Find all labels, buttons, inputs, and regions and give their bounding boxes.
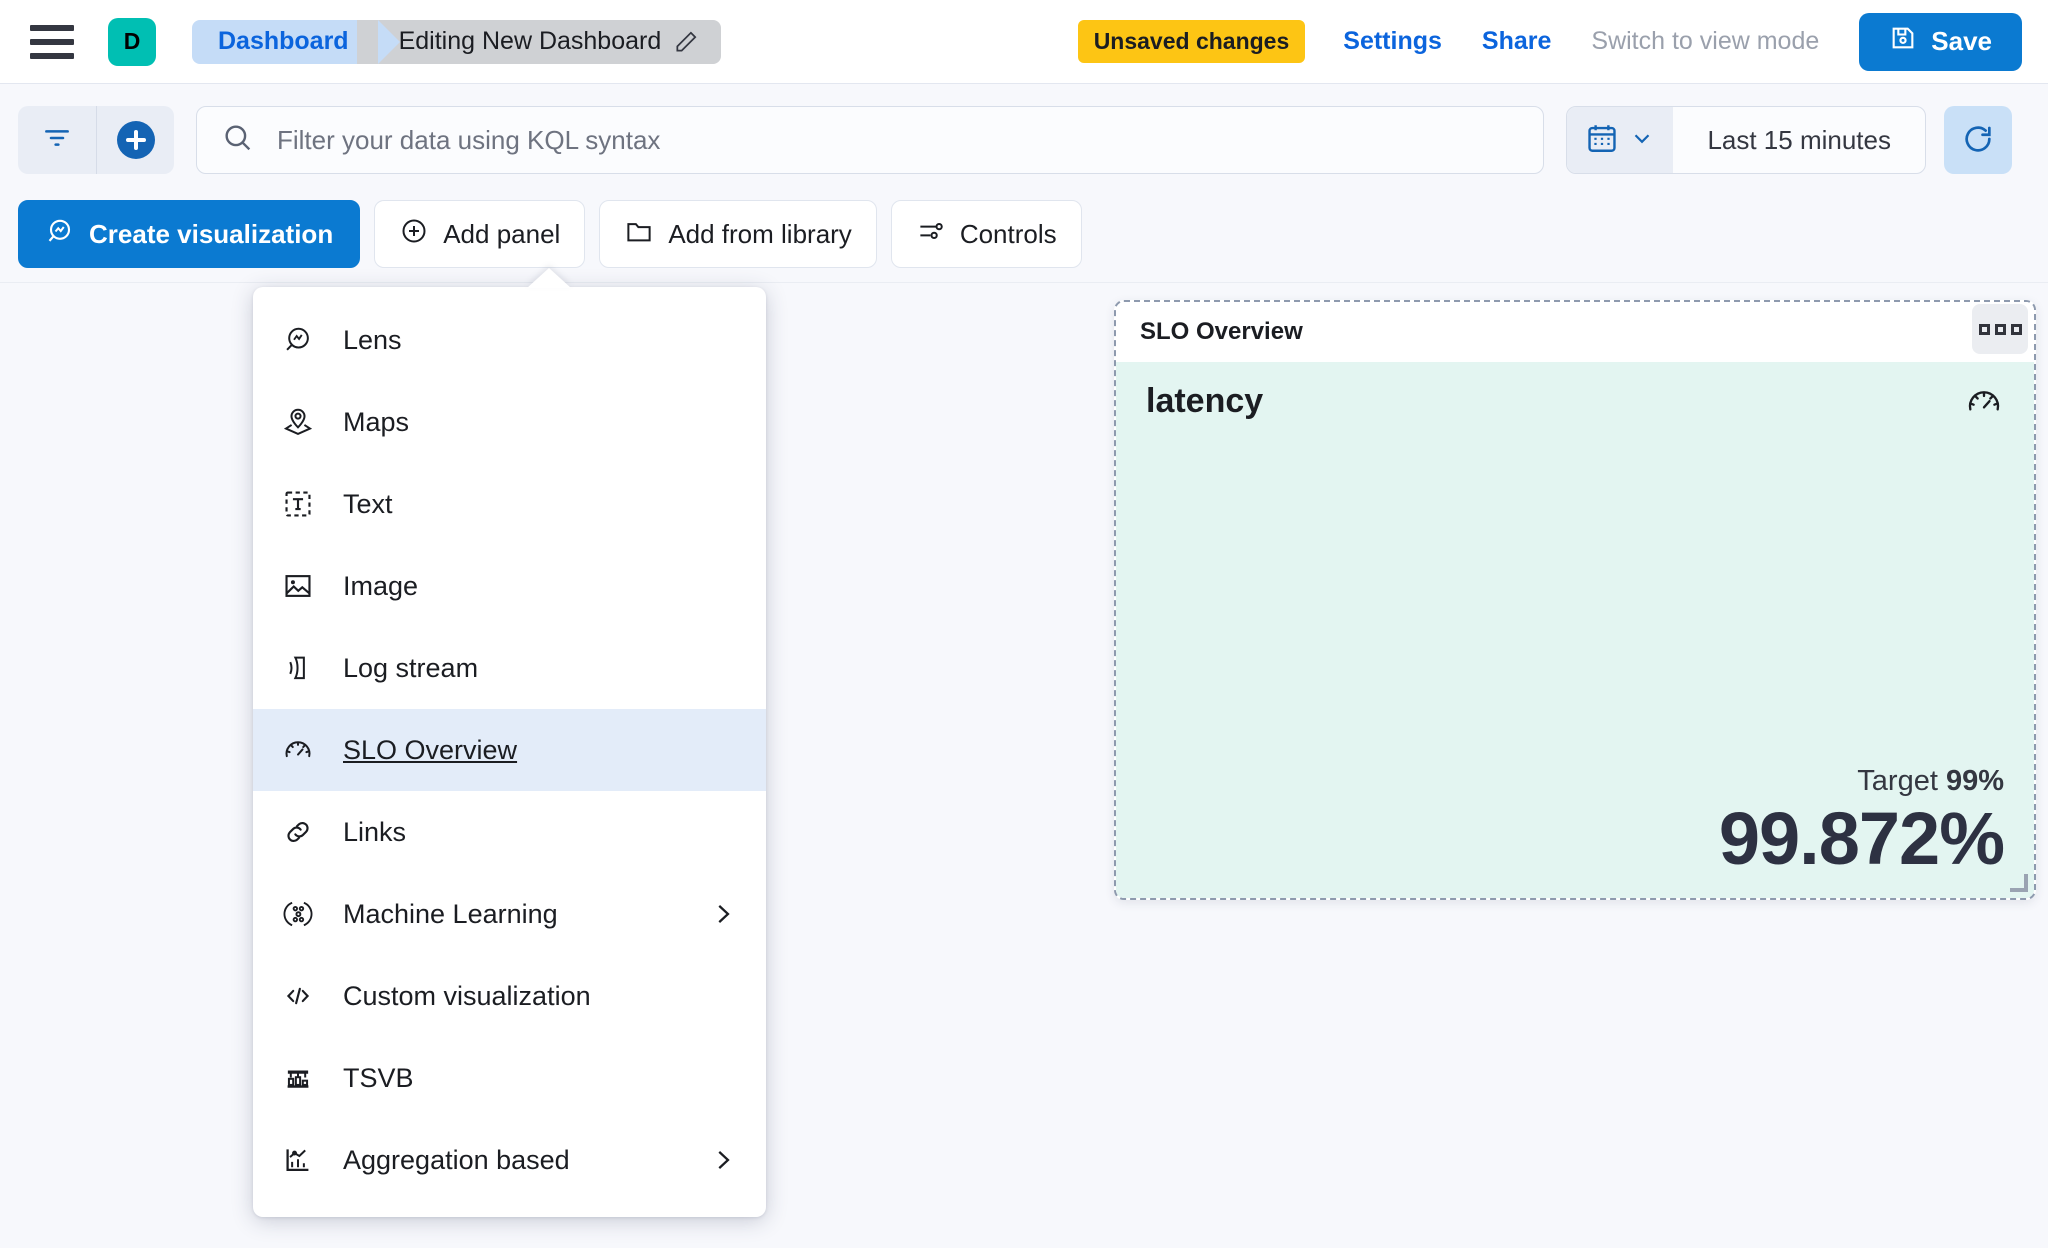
breadcrumb-label: Editing New Dashboard xyxy=(398,27,662,55)
menu-item-label: Links xyxy=(343,816,407,847)
share-link[interactable]: Share xyxy=(1481,27,1552,55)
breadcrumb-label: Dashboard xyxy=(218,27,349,55)
resize-handle-icon[interactable] xyxy=(2010,874,2028,892)
tsvb-icon xyxy=(281,1061,315,1095)
menu-item-text[interactable]: Text xyxy=(253,463,766,545)
slo-metric-row: latency xyxy=(1146,382,2004,427)
menu-item-label: Machine Learning xyxy=(343,898,558,929)
menu-item-label: Image xyxy=(343,570,419,601)
menu-item-maps[interactable]: Maps xyxy=(253,381,766,463)
controls-button[interactable]: Controls xyxy=(890,200,1082,268)
filter-icon xyxy=(41,122,73,159)
plus-circle-outline-icon xyxy=(399,216,429,253)
slo-sli-value: 99.872% xyxy=(1718,797,2005,881)
header-actions: Unsaved changes Settings Share Switch to… xyxy=(1077,0,2048,84)
date-range-value[interactable]: Last 15 minutes xyxy=(1707,124,1891,155)
app-header: D Dashboard Editing New Dashboard Unsave… xyxy=(0,0,2048,84)
gauge-icon xyxy=(1964,382,2004,427)
menu-item-lens[interactable]: Lens xyxy=(253,299,766,381)
breadcrumb-item-dashboard[interactable]: Dashboard xyxy=(192,19,400,64)
settings-link[interactable]: Settings xyxy=(1343,27,1442,55)
plus-circle-icon xyxy=(116,121,155,159)
log-stream-icon xyxy=(281,651,315,685)
menu-item-label: Custom visualization xyxy=(343,980,591,1011)
chevron-right-icon xyxy=(708,1145,738,1175)
chevron-right-icon xyxy=(708,899,738,929)
chevron-down-icon xyxy=(1629,125,1655,156)
add-panel-menu: Lens Maps Text Image xyxy=(253,268,766,1217)
menu-item-label: Text xyxy=(343,488,393,519)
switch-to-view-mode-link[interactable]: Switch to view mode xyxy=(1591,27,1820,55)
menu-item-label: SLO Overview xyxy=(343,734,518,765)
breadcrumb-item-editing[interactable]: Editing New Dashboard xyxy=(356,19,722,64)
slo-target-value: 99% xyxy=(1945,765,2004,798)
controls-icon xyxy=(916,216,946,253)
image-icon xyxy=(281,569,315,603)
space-avatar-letter: D xyxy=(123,28,141,54)
save-disk-icon xyxy=(1889,24,1917,59)
controls-label: Controls xyxy=(959,218,1057,249)
panel-body: latency Target 99% 99.872% xyxy=(1116,362,2034,898)
add-panel-label: Add panel xyxy=(443,218,561,249)
menu-item-log-stream[interactable]: Log stream xyxy=(253,627,766,709)
save-button-label: Save xyxy=(1931,26,1992,56)
menu-item-tsvb[interactable]: TSVB xyxy=(253,1037,766,1119)
menu-item-slo-overview[interactable]: SLO Overview xyxy=(253,709,766,791)
menu-item-aggregation-based[interactable]: Aggregation based xyxy=(253,1119,766,1201)
lens-icon xyxy=(281,323,315,357)
text-box-icon xyxy=(281,487,315,521)
menu-item-custom-visualization[interactable]: Custom visualization xyxy=(253,955,766,1037)
menu-item-label: TSVB xyxy=(343,1062,414,1093)
ml-icon xyxy=(281,897,315,931)
gauge-icon xyxy=(281,733,315,767)
menu-item-label: Maps xyxy=(343,406,410,437)
status-badge-unsaved: Unsaved changes xyxy=(1077,20,1306,63)
add-from-library-button[interactable]: Add from library xyxy=(599,200,877,268)
dashboard-toolbar: Create visualization Add panel Add from … xyxy=(18,200,1082,268)
save-button[interactable]: Save xyxy=(1859,12,2022,71)
agg-chart-icon xyxy=(281,1143,315,1177)
date-picker[interactable]: Last 15 minutes xyxy=(1566,106,1926,174)
search-icon xyxy=(221,121,255,160)
menu-item-image[interactable]: Image xyxy=(253,545,766,627)
panel-header: SLO Overview xyxy=(1116,302,2034,362)
context-menu-icon[interactable] xyxy=(1972,304,2028,354)
refresh-icon xyxy=(1961,122,1995,159)
search-input-placeholder: Filter your data using KQL syntax xyxy=(277,124,661,155)
query-bar: Filter your data using KQL syntax Last 1… xyxy=(0,85,2048,195)
menu-item-label: Lens xyxy=(343,324,402,355)
folder-icon xyxy=(624,216,654,253)
space-avatar[interactable]: D xyxy=(108,17,156,66)
create-visualization-button[interactable]: Create visualization xyxy=(18,200,361,268)
menu-item-machine-learning[interactable]: Machine Learning xyxy=(253,873,766,955)
lens-icon xyxy=(45,216,75,253)
filter-options-button[interactable] xyxy=(18,106,96,174)
add-panel-button[interactable]: Add panel xyxy=(374,200,586,268)
code-icon xyxy=(281,979,315,1013)
slo-target: Target 99% xyxy=(1719,765,2004,798)
pencil-icon[interactable] xyxy=(673,29,699,55)
slo-target-label: Target xyxy=(1857,765,1938,798)
add-filter-button[interactable] xyxy=(96,106,174,174)
menu-item-links[interactable]: Links xyxy=(253,791,766,873)
calendar-icon xyxy=(1585,121,1619,160)
slo-figures: Target 99% 99.872% xyxy=(1718,765,2005,881)
date-quick-select-button[interactable] xyxy=(1567,107,1674,173)
popover-arrow xyxy=(527,268,571,288)
map-marker-icon xyxy=(281,405,315,439)
menu-item-label: Aggregation based xyxy=(343,1144,570,1175)
add-from-library-label: Add from library xyxy=(668,218,852,249)
refresh-button[interactable] xyxy=(1944,106,2012,174)
link-icon xyxy=(281,815,315,849)
slo-metric-name: latency xyxy=(1146,382,1264,420)
search-input[interactable]: Filter your data using KQL syntax xyxy=(196,106,1545,174)
breadcrumb: Dashboard Editing New Dashboard xyxy=(192,19,722,64)
create-visualization-label: Create visualization xyxy=(89,218,334,249)
filter-controls-group xyxy=(18,106,174,174)
hamburger-icon[interactable] xyxy=(30,24,74,59)
menu-item-label: Log stream xyxy=(343,652,479,683)
slo-overview-panel[interactable]: SLO Overview latency Target 99% 99.872% xyxy=(1114,300,2036,900)
panel-title: SLO Overview xyxy=(1140,318,1303,345)
